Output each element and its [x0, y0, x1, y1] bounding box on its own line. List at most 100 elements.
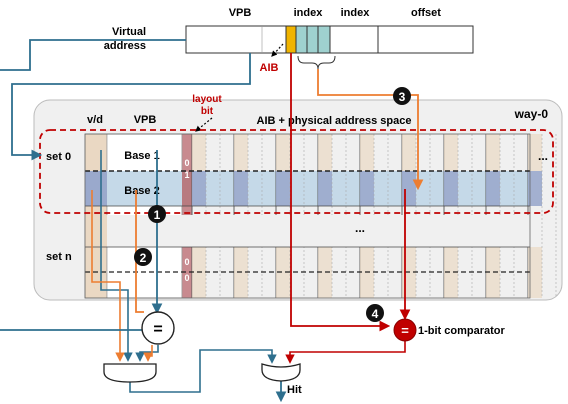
aib-subcell-3-1: [318, 171, 332, 206]
header-vd: v/d: [87, 114, 103, 126]
aib-subcell-3-2: [318, 247, 332, 272]
step-markers: 1 2 3 4: [134, 87, 411, 322]
base2-layout-cell: [182, 171, 192, 206]
aib-subcell-5-0: [402, 134, 416, 171]
aib-subcell-0-0: [192, 134, 206, 171]
base2-vd-cell: [85, 171, 107, 206]
aib-subcell-7-2: [486, 247, 500, 272]
aib-subcell-8-0: [528, 134, 542, 171]
aib-subcell-2-2: [276, 247, 290, 272]
wires: [0, 39, 424, 403]
comparator-symbol: =: [401, 323, 409, 338]
hit-label: Hit: [287, 384, 302, 396]
step-3-badge: [393, 87, 411, 105]
aib-subcell-6-1: [444, 171, 458, 206]
aib-subcell-6-3: [444, 272, 458, 298]
field-vpb-label: VPB: [229, 7, 252, 19]
wire-aib-to-comparator: [290, 53, 391, 332]
aib-pointer: [271, 43, 284, 57]
layout-bit-row2: 1: [184, 170, 189, 180]
wire-vd-teal: [100, 150, 133, 362]
way-panel: way-0 v/d VPB layout bit AIB + physical …: [33, 94, 563, 301]
wire-index-to-block: [317, 69, 424, 191]
step-2-label: 2: [140, 251, 147, 265]
wire-base2-down: [135, 190, 144, 313]
table-border: [84, 133, 531, 299]
aib-subcell-6-2: [444, 247, 458, 272]
header-layout-line2: bit: [201, 106, 214, 117]
field-offset-box: [377, 25, 474, 54]
field-index2-label: index: [341, 7, 371, 19]
step-1-label: 1: [154, 208, 161, 222]
setn-label: set n: [46, 251, 72, 263]
aib-subcell-8-3: [528, 272, 542, 298]
step-1-badge: [148, 205, 166, 223]
address-title-line2: address: [104, 40, 146, 52]
header-space: AIB + physical address space: [257, 115, 412, 127]
address-title-line1: Virtual: [112, 26, 146, 38]
field-index2-box: [329, 25, 379, 54]
aib-subcell-0-2: [192, 247, 206, 272]
and-gate: [103, 363, 157, 383]
aib-subcell-4-2: [360, 247, 374, 272]
index-cell-1: [295, 25, 308, 54]
aib-subcell-4-1: [360, 171, 374, 206]
base2-label: Base 2: [124, 185, 159, 197]
aib-subcell-0-1: [192, 171, 206, 206]
aib-subcell-4-3: [360, 272, 374, 298]
aib-subcell-7-1: [486, 171, 500, 206]
set0-selection-box: [39, 129, 554, 214]
wire-eq-orange: [143, 345, 153, 362]
aib-subcell-3-0: [318, 134, 332, 171]
aib-subcell-1-2: [234, 247, 248, 272]
index-brace: [297, 55, 336, 70]
or-gate: [261, 363, 301, 382]
wire-eq-to-and: [135, 345, 159, 362]
header-vpb: VPB: [134, 114, 157, 126]
one-bit-comparator: [393, 318, 417, 342]
equal-comparator: [141, 311, 175, 345]
aib-subcell-2-3: [276, 272, 290, 298]
set0-label: set 0: [46, 151, 71, 163]
virtual-address: Virtual address VPB index index offset A…: [104, 7, 474, 74]
header-layout-line1: layout: [192, 94, 222, 105]
aib-subcell-1-3: [234, 272, 248, 298]
aib-label: AIB: [260, 62, 279, 74]
layout-bit-rown1: 0: [184, 257, 189, 267]
index-cell-3: [317, 25, 331, 54]
step-4-label: 4: [372, 307, 379, 321]
aib-subcell-2-1: [276, 171, 290, 206]
aib-subcell-1-1: [234, 171, 248, 206]
aib-subcell-0-3: [192, 272, 206, 298]
base1-label: Base 1: [124, 150, 159, 162]
aib-subcell-3-3: [318, 272, 332, 298]
index-cell-2: [306, 25, 319, 54]
wire-and-to-or: [129, 349, 277, 393]
aib-cell: [285, 25, 297, 54]
layout-bit-pointer: [195, 117, 213, 132]
aib-subcell-7-3: [486, 272, 500, 298]
aib-subcell-1-0: [234, 134, 248, 171]
logic-components: = = 1-bit comparator Hit: [103, 311, 506, 396]
middle-gap-vd: [85, 215, 107, 247]
field-vpb-box: [185, 25, 287, 54]
aib-subcell-8-1: [528, 171, 542, 206]
field-offset-label: offset: [411, 7, 441, 19]
wire-vd-orange: [91, 190, 125, 362]
wire-cmp-to-or: [285, 338, 406, 364]
step-4-badge: [366, 304, 384, 322]
layout-bit-rown2: 0: [184, 273, 189, 283]
way-title: way-0: [514, 107, 549, 121]
aib-subcell-7-0: [486, 134, 500, 171]
step-3-label: 3: [399, 90, 406, 104]
aib-subcell-8-2: [528, 247, 542, 272]
aib-subcell-6-0: [444, 134, 458, 171]
ellipsis-middle: ...: [355, 221, 365, 235]
wire-index-set0: [11, 53, 251, 161]
layout-bit-row1: 0: [184, 158, 189, 168]
aib-subcell-2-0: [276, 134, 290, 171]
wire-vpb-left: [0, 39, 186, 71]
field-index1-label: index: [294, 7, 324, 19]
